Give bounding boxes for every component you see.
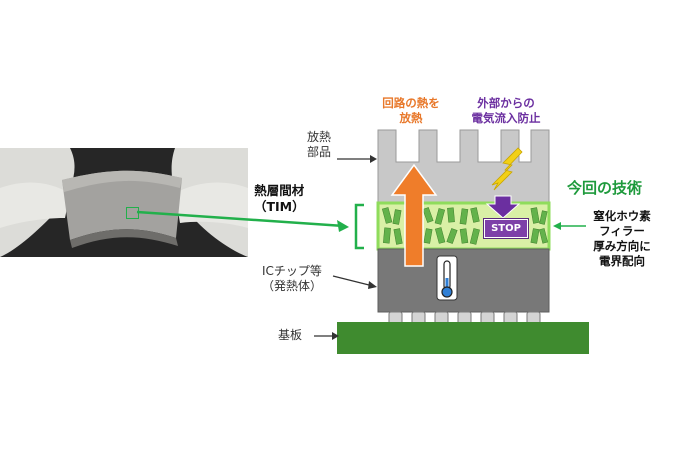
tim-label: 熱層間材（TIM） xyxy=(254,183,305,215)
stop-badge: STOP xyxy=(484,219,528,238)
substrate-label: 基板 xyxy=(278,328,302,343)
heat-release-label: 回路の熱を放熱 xyxy=(376,96,446,126)
chip-label: ICチップ等（発熱体） xyxy=(262,264,322,294)
thermometer-icon xyxy=(437,256,457,300)
filler-pointer xyxy=(553,222,561,230)
this-technology-label: 今回の技術 xyxy=(567,177,642,198)
electric-block-label: 外部からの電気流入防止 xyxy=(456,96,556,126)
tim-bracket xyxy=(356,205,364,248)
chip xyxy=(378,249,549,312)
heatsink-label: 放熱部品 xyxy=(307,130,331,160)
photo-to-diagram-arrow xyxy=(137,212,344,226)
filler-label: 窒化ホウ素 フィラー 厚み方向に 電界配向 xyxy=(586,209,658,269)
heatsink-pointer xyxy=(370,155,377,163)
substrate xyxy=(337,322,589,354)
chip-pointer xyxy=(368,281,377,289)
